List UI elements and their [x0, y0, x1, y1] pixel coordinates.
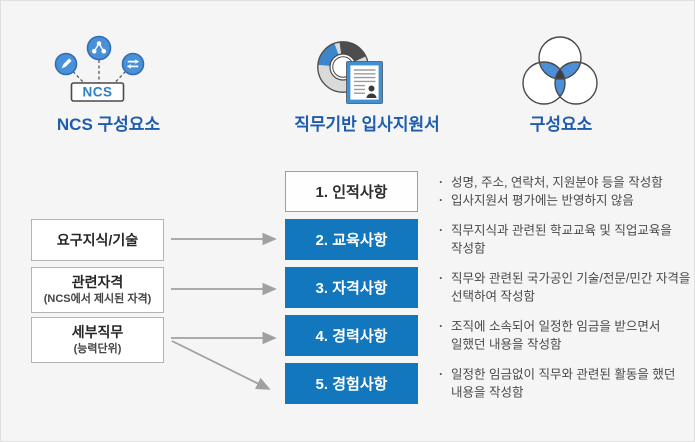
step-row-qualification: 3. 자격사항 직무와 관련된 국가공인 기술/전문/민간 자격을 선택하여 작… [1, 267, 694, 308]
donut-chart-document-icon [317, 41, 383, 104]
network-circle-icon [86, 35, 112, 61]
step-description: 성명, 주소, 연락처, 지원분야 등을 작성함 입사지원서 평가에는 반영하지… [438, 173, 694, 210]
source-box-title: 세부직무 [71, 324, 124, 340]
step-row-experience: 5. 경험사항 일정한 임금없이 직무와 관련된 활동을 했던 내용을 작성함 [1, 363, 694, 404]
bullet-item: 조직에 소속되어 일정한 임금을 받으면서 일했던 내용을 작성함 [438, 317, 694, 354]
swap-arrows-circle-icon [121, 52, 145, 76]
source-box-title: 요구지식/기술 [56, 231, 139, 248]
resume-document-icon [346, 61, 383, 104]
step-box-personal: 1. 인적사항 [285, 171, 418, 212]
source-box-required-knowledge: 요구지식/기술 [31, 219, 164, 261]
venn-diagram-icon [522, 36, 598, 105]
step-box-qualification: 3. 자격사항 [285, 267, 418, 308]
step-box-education: 2. 교육사항 [285, 219, 418, 260]
source-box-subtitle: (능력단위) [73, 343, 122, 355]
step-box-experience: 5. 경험사항 [285, 363, 418, 404]
share-network-icon [91, 41, 107, 54]
ncs-badge [70, 82, 125, 102]
bullet-item: 직무지식과 관련된 학교교육 및 직업교육을 작성함 [438, 221, 694, 258]
ncs-badge-label: NCS [82, 85, 112, 100]
source-box-title: 관련자격 [71, 274, 124, 290]
step-description: 조직에 소속되어 일정한 임금을 받으면서 일했던 내용을 작성함 [438, 317, 694, 354]
source-box-related-qualifications: 관련자격 (NCS에서 제시된 자격) [31, 267, 164, 313]
step-box-career: 4. 경력사항 [285, 315, 418, 356]
donut-blue-segment [318, 43, 340, 67]
header-title-application: 직무기반 입사지원서 [294, 115, 440, 134]
header-title-ncs-components: NCS 구성요소 [56, 115, 161, 134]
bullet-item: 입사지원서 평가에는 반영하지 않음 [438, 192, 694, 211]
swap-arrows-icon [126, 59, 140, 69]
bullet-item: 성명, 주소, 연락처, 지원분야 등을 작성함 [438, 173, 694, 192]
step-description: 일정한 임금없이 직무와 관련된 활동을 했던 내용을 작성함 [438, 365, 694, 402]
person-icon [366, 85, 377, 98]
pencil-icon [61, 58, 72, 69]
bullet-item: 일정한 임금없이 직무와 관련된 활동을 했던 내용을 작성함 [438, 365, 694, 402]
step-row-career: 4. 경력사항 조직에 소속되어 일정한 임금을 받으면서 일했던 내용을 작성… [1, 315, 694, 356]
step-description: 직무와 관련된 국가공인 기술/전문/민간 자격을 선택하여 작성함 [438, 269, 694, 306]
step-row-personal: 1. 인적사항 성명, 주소, 연락처, 지원분야 등을 작성함 입사지원서 평… [1, 171, 694, 212]
donut-dark-segment [339, 42, 366, 62]
source-box-subtitle: (NCS에서 제시된 자격) [43, 293, 152, 305]
bullet-item: 직무와 관련된 국가공인 기술/전문/민간 자격을 선택하여 작성함 [438, 269, 694, 306]
header-title-components: 구성요소 [529, 115, 593, 134]
step-row-education: 2. 교육사항 직무지식과 관련된 학교교육 및 직업교육을 작성함 [1, 219, 694, 260]
ncs-network-icon: NCS [54, 35, 145, 102]
source-box-detailed-duty: 세부직무 (능력단위) [31, 317, 164, 363]
step-description: 직무지식과 관련된 학교교육 및 직업교육을 작성함 [438, 221, 694, 258]
